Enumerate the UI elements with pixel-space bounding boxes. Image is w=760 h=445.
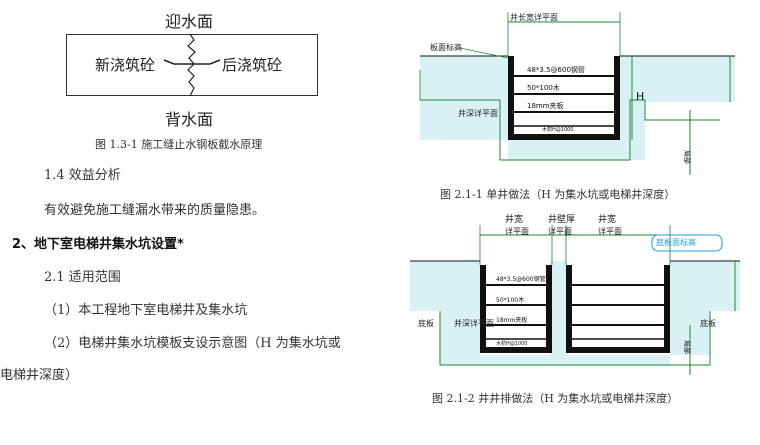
fig1-beam3-label: 18mm夹板 [527,101,564,110]
fig2-width-label: 井宽 [505,215,524,225]
fig2-pit-plan-label: 井深详平面 [454,319,494,328]
old-pour-label: 后浇筑砼 [222,56,283,74]
fig2-wall-label-2: 详平面 [548,227,572,236]
fig2-beam1-label: 48*3.5@600钢管 [496,275,546,283]
fig2-slab-elevation-label: 底板面标高 [656,238,696,247]
heading-2: 2、地下室电梯井集水坑设置* [12,237,184,252]
fig2-beam3-label: 18mm夹板 [496,316,527,324]
section-2-1-title: 2.1 适用范围 [44,270,121,285]
fig2-floor-left-label: 底板 [418,319,434,328]
fig2-wall-label: 井壁厚 [548,215,576,225]
waterstop-diagram-box [66,34,318,96]
face-bottom-label: 背水面 [165,110,214,129]
face-top-label: 迎水面 [165,12,214,31]
fig2-floor-right-label: 底板 [700,319,716,328]
fig1-beam2-label: 50*100木 [527,83,560,92]
fig-2-1-1-caption: 图 2.1-1 单井做法（H 为集水坑或电梯井深度） [440,188,676,201]
fig2-side-label: 局部 [683,340,692,354]
fig2-width-b-label-2: 详平面 [598,227,622,236]
fig1-top-label: 井长宽详平面 [510,13,558,22]
fig1-pit-plan-label: 井深详平面 [458,109,498,118]
fig1-side-label: 局部 [683,150,692,164]
fig-2-1-2-drawing: 48*3.5@600钢管 50*100木 18mm夹板 木枋H@1000 局部 [410,225,740,375]
waterstop-plate-drawing [163,33,221,97]
fig-1-3-1-caption: 图 1.3-1 施工缝止水钢板截水原理 [95,138,263,151]
fig1-h-label: H [636,90,644,103]
fig2-beam2-label: 50*100木 [496,296,524,304]
item-2: （2）电梯井集水坑模板支设示意图（H 为集水坑或 [44,336,341,351]
item-2-cont: 电梯井深度） [0,368,79,383]
fig2-width-label-2: 详平面 [505,227,529,236]
fig1-board-elevation-label: 板面标高 [430,43,462,52]
section-1-4-text: 有效避免施工缝漏水带来的质量隐患。 [44,203,266,218]
section-1-4-title: 1.4 效益分析 [44,168,121,183]
fig2-width-b-label: 井宽 [598,215,617,225]
fig1-bottom-label: 木枋H@1000 [542,126,574,133]
item-1: （1）本工程地下室电梯井及集水坑 [44,303,248,318]
fig2-bottom-label: 木枋H@1000 [496,340,528,347]
fig1-beam1-label: 48*3.5@600钢管 [527,65,585,74]
fig-2-1-1-drawing: 48*3.5@600钢管 50*100木 18mm夹板 木枋H@1000 H 局… [419,12,735,175]
new-pour-label: 新浇筑砼 [95,56,156,74]
fig-2-1-2-caption: 图 2.1-2 井井排做法（H 为集水坑或电梯井深度） [432,392,679,405]
